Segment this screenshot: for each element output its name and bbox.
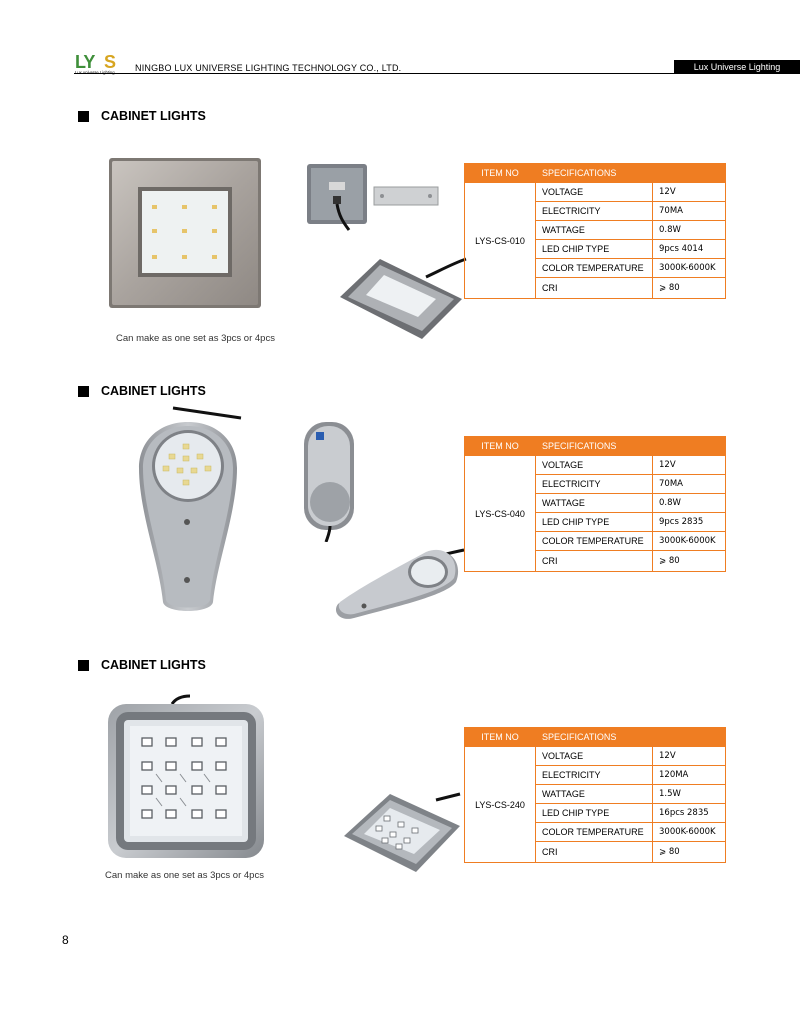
section-title-text: CABINET LIGHTS [101,384,206,398]
bullet-square-icon [78,110,89,122]
product-image-side [304,422,354,542]
item-number: LYS-CS-010 [464,182,536,299]
spec-label: CRI [535,277,653,299]
product-image-front [139,406,242,611]
svg-text:S: S [104,52,116,72]
spec-label: CRI [535,550,653,572]
spec-label: VOLTAGE [535,455,653,475]
spec-value: 12V [652,182,726,202]
spec-value: 120MA [652,765,726,785]
header-divider [74,73,674,74]
product-image-front [108,694,264,858]
spec-label: CRI [535,841,653,863]
specifications-header: SPECIFICATIONS [535,727,726,747]
spec-label: LED CHIP TYPE [535,803,653,823]
section-title: CABINET LIGHTS [78,658,206,672]
spec-label: VOLTAGE [535,746,653,766]
specifications-header: SPECIFICATIONS [535,163,726,183]
spec-value: 0.8W [652,220,726,240]
spec-table: ITEM NO SPECIFICATIONS LYS-CS-010 VOLTAG… [464,163,726,299]
section-title-text: CABINET LIGHTS [101,109,206,123]
spec-label: WATTAGE [535,784,653,804]
spec-label: COLOR TEMPERATURE [535,258,653,278]
page-header: LY S Lux universe Lighting NINGBO LUX UN… [0,0,800,80]
spec-label: COLOR TEMPERATURE [535,531,653,551]
spec-value: 1.5W [652,784,726,804]
product-caption: Can make as one set as 3pcs or 4pcs [116,333,275,344]
bullet-square-icon [78,385,89,397]
spec-value: 70MA [652,201,726,221]
product-image-angle [344,792,461,872]
item-number: LYS-CS-040 [464,455,536,572]
spec-value: 3000K-6000K [652,822,726,842]
spec-label: ELECTRICITY [535,201,653,221]
spec-value: 3000K-6000K [652,258,726,278]
product-image-front [109,158,261,308]
section-title: CABINET LIGHTS [78,384,206,398]
page-number: 8 [62,933,69,947]
product-image-back [307,164,367,231]
header-tag: Lux Universe Lighting [674,60,800,74]
spec-label: ELECTRICITY [535,765,653,785]
spec-value: 3000K-6000K [652,531,726,551]
product-caption: Can make as one set as 3pcs or 4pcs [105,870,264,881]
spec-label: WATTAGE [535,493,653,513]
spec-value: 70MA [652,474,726,494]
spec-value: 9pcs 2835 [652,512,726,532]
spec-label: LED CHIP TYPE [535,239,653,259]
product-image-angle [340,257,467,339]
company-logo: LY S Lux universe Lighting [75,52,116,75]
spec-value: 12V [652,455,726,475]
spec-table: ITEM NO SPECIFICATIONS LYS-CS-040 VOLTAG… [464,436,726,572]
svg-text:LY: LY [75,52,95,72]
section-title-text: CABINET LIGHTS [101,658,206,672]
svg-text:Lux universe Lighting: Lux universe Lighting [75,70,115,75]
spec-value: 12V [652,746,726,766]
spec-label: WATTAGE [535,220,653,240]
product-image-angle [335,548,465,619]
spec-label: COLOR TEMPERATURE [535,822,653,842]
company-name: NINGBO LUX UNIVERSE LIGHTING TECHNOLOGY … [135,63,402,73]
spec-value: 16pcs 2835 [652,803,726,823]
bullet-square-icon [78,659,89,671]
mounting-clip-image [373,186,439,206]
item-no-header: ITEM NO [464,727,536,747]
spec-label: ELECTRICITY [535,474,653,494]
spec-label: LED CHIP TYPE [535,512,653,532]
item-no-header: ITEM NO [464,436,536,456]
spec-value: ⩾ 80 [652,277,726,299]
spec-label: VOLTAGE [535,182,653,202]
specifications-header: SPECIFICATIONS [535,436,726,456]
spec-value: ⩾ 80 [652,550,726,572]
spec-value: 0.8W [652,493,726,513]
spec-value: ⩾ 80 [652,841,726,863]
spec-table: ITEM NO SPECIFICATIONS LYS-CS-240 VOLTAG… [464,727,726,863]
item-no-header: ITEM NO [464,163,536,183]
item-number: LYS-CS-240 [464,746,536,863]
section-title: CABINET LIGHTS [78,109,206,123]
spec-value: 9pcs 4014 [652,239,726,259]
